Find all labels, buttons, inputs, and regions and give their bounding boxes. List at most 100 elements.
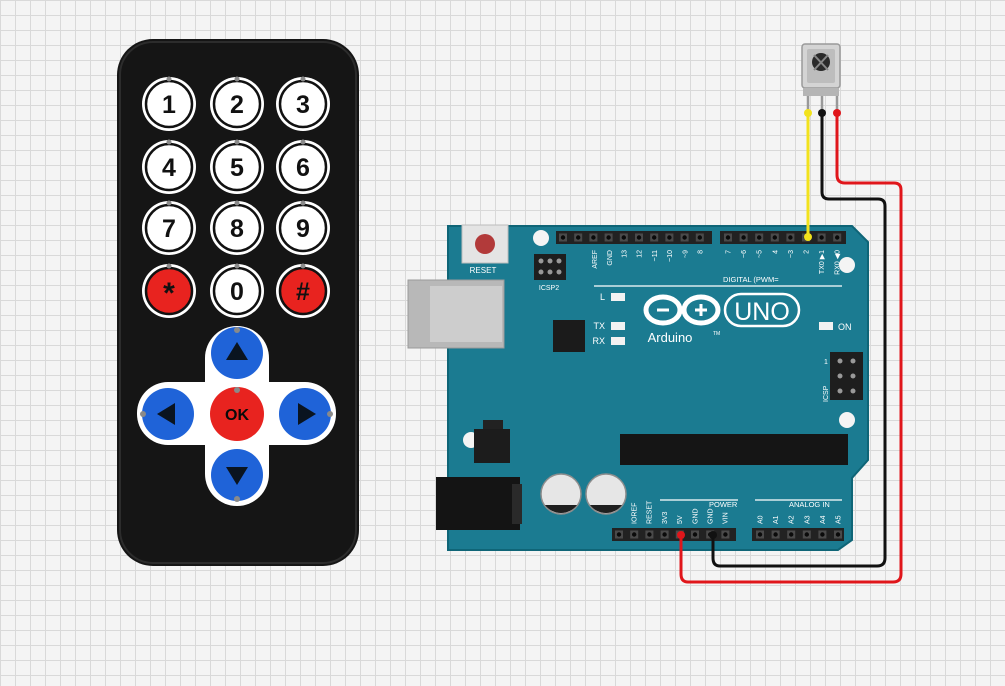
pin-label: RESET: [647, 500, 654, 524]
remote-key-1[interactable]: 1: [142, 76, 196, 132]
digital-pin[interactable]: [635, 233, 643, 242]
reset-button[interactable]: [461, 224, 509, 264]
remote-key-label: *: [163, 277, 175, 310]
dpad-up-button[interactable]: [211, 327, 263, 379]
pin-label: TX0 ▶1: [819, 250, 826, 274]
remote-key-9[interactable]: 9: [276, 200, 330, 256]
analog-pin[interactable]: [834, 530, 842, 539]
icsp-header: [830, 352, 863, 400]
remote-body-edge: [119, 41, 357, 564]
remote-key-5[interactable]: 5: [210, 139, 264, 195]
power-header: [612, 528, 736, 541]
remote-key-hash[interactable]: #: [276, 263, 330, 319]
remote-key-4[interactable]: 4: [142, 139, 196, 195]
pin-label: A4: [820, 515, 827, 524]
analog-pin[interactable]: [787, 530, 796, 539]
digital-pin[interactable]: [770, 233, 779, 242]
digital-pin[interactable]: [724, 233, 732, 242]
digital-pin[interactable]: [833, 233, 842, 242]
voltage-regulator: [474, 420, 510, 463]
remote-key-label: 3: [296, 91, 310, 119]
analog-header: [752, 528, 844, 541]
wire-gnd[interactable]: [711, 114, 887, 568]
remote-key-label: 4: [162, 154, 176, 182]
pin-label: RX0 ◀0: [835, 250, 842, 275]
dpad-left-button[interactable]: [142, 388, 194, 440]
remote-key-label: 7: [162, 215, 176, 243]
board-pcb: [447, 225, 869, 551]
pin-label: IOREF: [632, 503, 639, 524]
digital-pin[interactable]: [574, 233, 583, 242]
remote-key-label: 9: [296, 215, 310, 243]
pin-label: VIN: [723, 512, 730, 524]
digital-pin[interactable]: [695, 233, 704, 242]
tm-label: TM: [713, 331, 720, 337]
led-tx-label: TX: [593, 321, 605, 331]
pin-label: 8: [698, 250, 705, 254]
power-pin[interactable]: [630, 530, 639, 539]
usb-chip: [553, 320, 585, 352]
power-pin[interactable]: [691, 530, 699, 539]
digital-pin[interactable]: [755, 233, 764, 242]
digital-pin[interactable]: [665, 233, 674, 242]
remote-key-label: 5: [230, 154, 244, 182]
remote-key-3[interactable]: 3: [276, 76, 330, 132]
pin-label: A3: [804, 515, 811, 524]
led-l: [611, 293, 625, 301]
digital-header-right: [720, 231, 846, 244]
wire-endpoint[interactable]: [833, 109, 841, 117]
wire-endpoint[interactable]: [709, 531, 717, 539]
arrow-up-icon: [226, 342, 248, 360]
wire-endpoint[interactable]: [804, 233, 812, 241]
wire-vcc[interactable]: [679, 114, 903, 584]
power-pin[interactable]: [645, 530, 654, 539]
power-pin[interactable]: [721, 530, 730, 539]
analog-pin[interactable]: [756, 530, 764, 539]
digital-pin[interactable]: [604, 233, 613, 242]
power-title: POWER: [709, 500, 738, 509]
led-tx: [611, 322, 625, 330]
remote-key-7[interactable]: 7: [142, 200, 196, 256]
pin-label: GND: [708, 508, 715, 524]
remote-key-6[interactable]: 6: [276, 139, 330, 195]
digital-pin[interactable]: [680, 233, 689, 242]
remote-key-label: #: [296, 278, 310, 306]
capacitor: [585, 473, 627, 515]
wires: [677, 109, 903, 584]
digital-pin[interactable]: [589, 233, 598, 242]
pin-label: A1: [773, 515, 780, 524]
pin-label: 12: [637, 250, 644, 258]
wire-endpoint[interactable]: [804, 109, 812, 117]
digital-pin[interactable]: [739, 233, 748, 242]
digital-pin[interactable]: [559, 233, 567, 242]
pin-label: ~6: [741, 250, 748, 258]
digital-pin[interactable]: [650, 233, 659, 242]
dpad-right-button[interactable]: [279, 388, 331, 440]
icsp2-label: ICSP2: [539, 285, 559, 292]
pin-label: A0: [758, 515, 765, 524]
wire-endpoint[interactable]: [818, 109, 826, 117]
analog-pin[interactable]: [771, 530, 780, 539]
power-pin[interactable]: [615, 530, 623, 539]
digital-pin[interactable]: [817, 233, 826, 242]
analog-pin[interactable]: [802, 530, 811, 539]
capacitor: [540, 473, 582, 515]
remote-key-8[interactable]: 8: [210, 200, 264, 256]
remote-key-0[interactable]: 0: [210, 263, 264, 319]
pin-label: ~3: [788, 250, 795, 258]
power-pin[interactable]: [660, 530, 669, 539]
analog-title: ANALOG IN: [789, 500, 830, 509]
digital-pin[interactable]: [619, 233, 628, 242]
mounting-hole: [839, 412, 855, 428]
pin-label: 5V: [677, 515, 684, 524]
remote-key-2[interactable]: 2: [210, 76, 264, 132]
pin-label: AREF: [592, 250, 599, 269]
power-jack: [436, 477, 520, 530]
dpad-ok-button[interactable]: OK: [210, 387, 264, 441]
wire-endpoint[interactable]: [677, 531, 685, 539]
remote-key-star[interactable]: *: [142, 263, 196, 319]
digital-pin[interactable]: [786, 233, 795, 242]
arrow-right-icon: [298, 403, 316, 425]
analog-pin[interactable]: [818, 530, 827, 539]
dpad-down-button[interactable]: [211, 449, 263, 501]
